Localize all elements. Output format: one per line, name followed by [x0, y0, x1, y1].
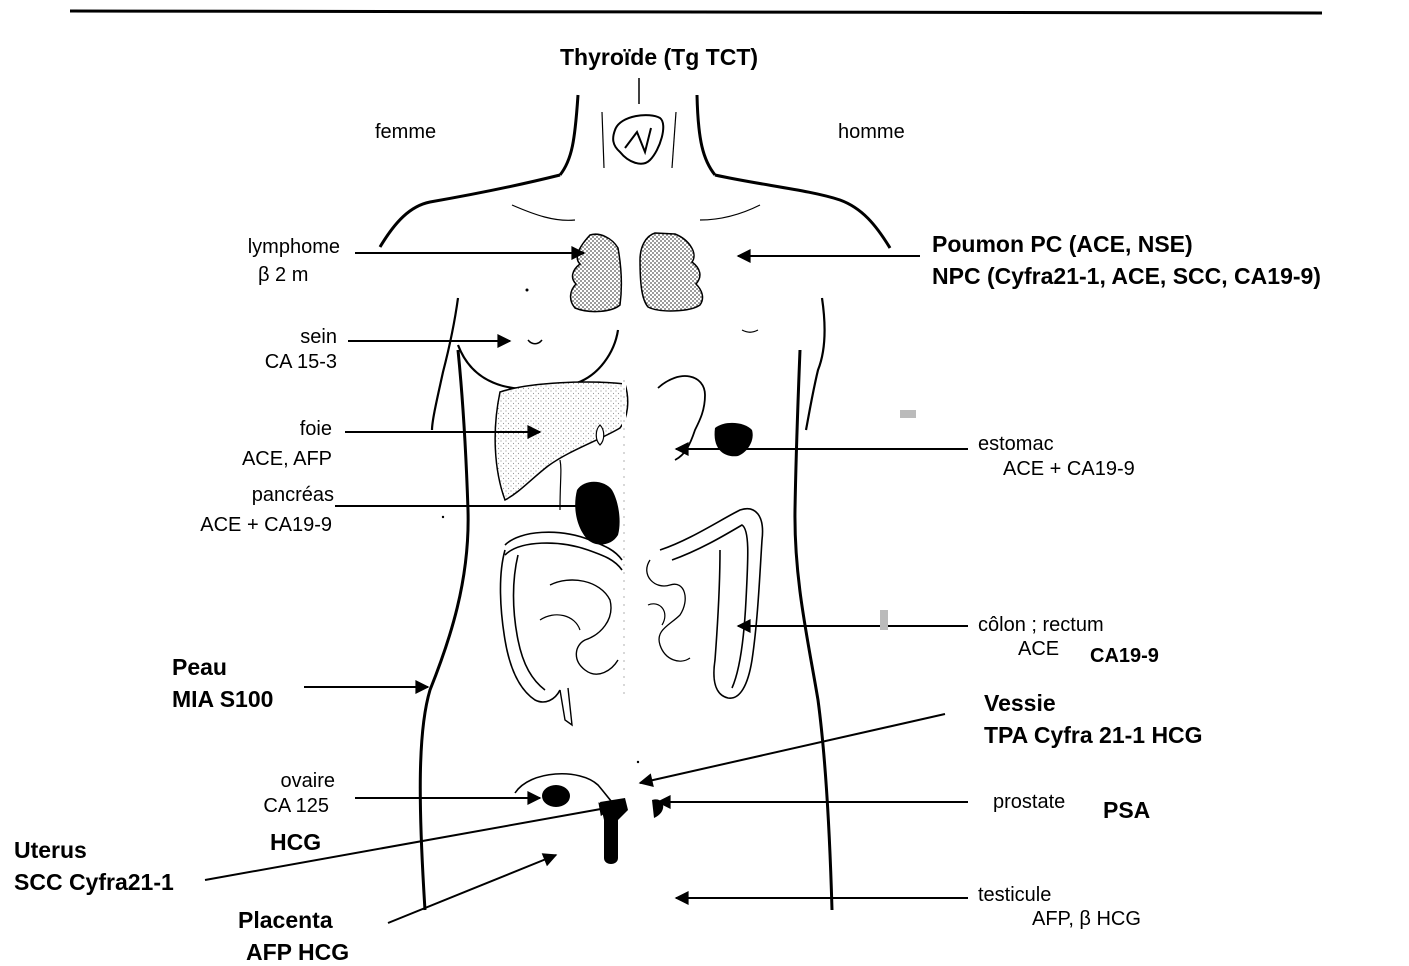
placenta-label: Placenta — [238, 907, 333, 933]
colon-marker-ace: ACE — [1018, 638, 1059, 661]
poumon-pc-label: Poumon PC (ACE, NSE) — [932, 231, 1193, 257]
prostate-marker: PSA — [1103, 797, 1150, 823]
right-torso-side — [795, 350, 832, 910]
left-torso-side — [420, 350, 468, 910]
estomac-label: estomac — [978, 433, 1054, 456]
left-shoulder — [380, 175, 560, 247]
uterus-label: Uterus — [14, 837, 87, 863]
stomach-shape — [715, 423, 753, 456]
ovary-shape — [542, 785, 570, 807]
right-shoulder — [715, 175, 890, 248]
neck-left-outline — [560, 95, 578, 175]
lymphome-marker: β 2 m — [258, 264, 308, 287]
ovaire-marker: CA 125 — [263, 795, 329, 818]
stomach-outline — [658, 376, 705, 460]
hcg-label: HCG — [270, 829, 321, 855]
breast-outline — [458, 330, 618, 389]
vessie-marker: TPA Cyfra 21-1 HCG — [984, 722, 1203, 748]
left-lung — [571, 234, 622, 311]
foie-label: foie — [300, 418, 332, 441]
colon-marker-ca: CA19-9 — [1090, 645, 1159, 668]
liver-shape — [495, 382, 628, 500]
prostate-label: prostate — [993, 791, 1065, 814]
colon-label: côlon ; rectum — [978, 614, 1104, 637]
poumon-npc-label: NPC (Cyfra21-1, ACE, SCC, CA19-9) — [932, 263, 1321, 289]
thyroid-shape — [613, 115, 663, 164]
sein-label: sein — [300, 326, 337, 349]
top-rule — [70, 11, 1322, 13]
estomac-marker: ACE + CA19-9 — [1003, 458, 1135, 481]
neck-right-outline — [697, 95, 715, 175]
thyroid-label: Thyroïde (Tg TCT) — [560, 44, 758, 70]
homme-label: homme — [838, 121, 905, 144]
placenta-marker: AFP HCG — [246, 939, 349, 965]
uterus-marker: SCC Cyfra21-1 — [14, 869, 174, 895]
peau-label: Peau — [172, 654, 227, 680]
femme-label: femme — [375, 121, 436, 144]
sein-marker: CA 15-3 — [265, 351, 337, 374]
ovaire-label: ovaire — [281, 770, 335, 793]
vessie-label: Vessie — [984, 690, 1056, 716]
testicule-marker: AFP, β HCG — [1032, 908, 1141, 931]
peau-marker: MIA S100 — [172, 686, 273, 712]
testicule-label: testicule — [978, 884, 1051, 907]
lymphome-label: lymphome — [248, 236, 340, 259]
pancreas-shape — [575, 482, 619, 545]
pancreas-label: pancréas — [252, 484, 334, 507]
foie-marker: ACE, AFP — [242, 448, 332, 471]
pancreas-marker: ACE + CA19-9 — [200, 514, 332, 537]
right-lung — [640, 233, 703, 311]
